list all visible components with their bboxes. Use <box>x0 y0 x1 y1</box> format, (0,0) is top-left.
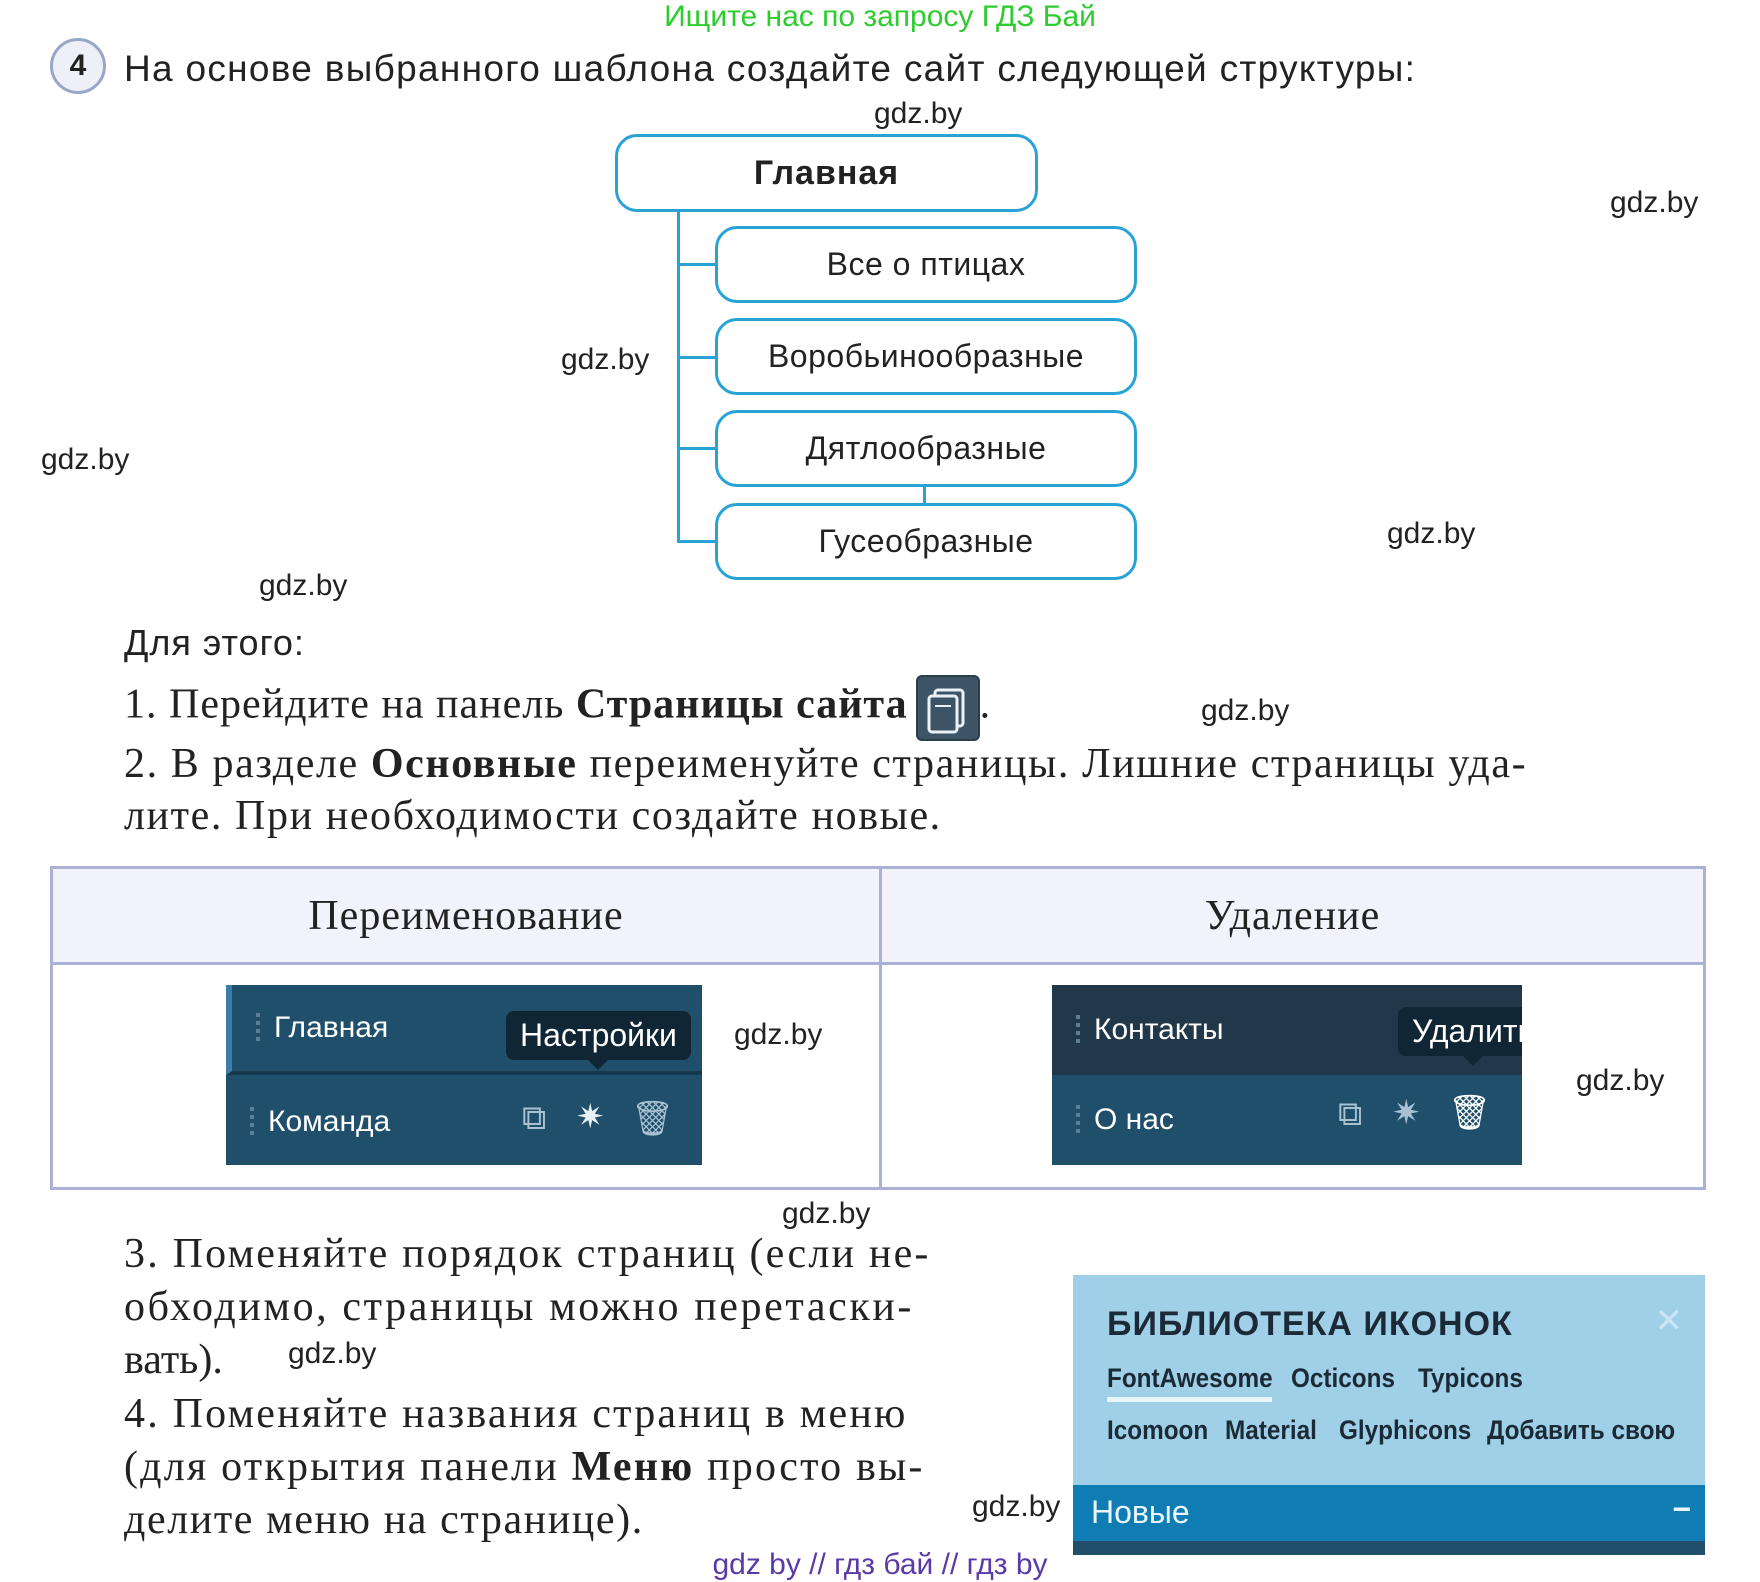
watermark: gdz.by <box>561 343 650 376</box>
watermark: gdz.by <box>734 1018 823 1051</box>
settings-tooltip: Настройки <box>506 1011 691 1070</box>
gear-icon[interactable]: ✷ <box>1392 1094 1421 1132</box>
watermark: gdz.by <box>1201 694 1290 727</box>
collapse-icon[interactable]: − <box>1672 1491 1691 1527</box>
tab-icomoon[interactable]: Icomoon <box>1107 1415 1209 1445</box>
step-4-line-3: делите меню на странице). <box>124 1497 644 1543</box>
page-row-label: Команда <box>268 1105 391 1138</box>
tree-branch-line <box>677 540 715 543</box>
watermark: gdz.by <box>874 97 963 130</box>
watermark: gdz.by <box>782 1197 871 1230</box>
tree-branch-line <box>677 447 715 450</box>
step-4-text: (для открытия панели <box>124 1444 572 1490</box>
gear-icon[interactable]: ✷ <box>576 1098 605 1136</box>
table-header-rename: Переименование <box>308 892 624 939</box>
tree-connector-line <box>923 486 926 504</box>
page-row[interactable]: Команда ⧉ ✷ 🗑 <box>226 1077 702 1165</box>
tree-branch-line <box>677 356 715 359</box>
tab-add-custom[interactable]: Добавить свою <box>1487 1415 1676 1445</box>
watermark: gdz.by <box>259 569 348 602</box>
step-4-line-2: (для открытия панели Меню просто вы- <box>124 1443 925 1491</box>
delete-tooltip: Удалить <box>1398 1007 1522 1066</box>
watermark: gdz.by <box>1610 186 1699 219</box>
tree-node-child: Воробьинообразные <box>715 318 1137 395</box>
icon-library-title: БИБЛИОТЕКА ИКОНОК <box>1107 1305 1513 1343</box>
step-1-suffix: . <box>979 681 992 728</box>
tree-node-child: Все о птицах <box>715 226 1137 303</box>
step-2-rest: переименуйте страницы. Лишние страницы у… <box>577 741 1528 787</box>
step-3-line-2: обходимо, страницы можно перетаски- <box>124 1284 914 1330</box>
task-number-badge: 4 <box>50 38 106 94</box>
step-2: 2. В разделе Основные переименуйте стран… <box>124 740 1527 788</box>
tab-glyphicons[interactable]: Glyphicons <box>1339 1415 1472 1445</box>
footer-links[interactable]: gdz by // гдз бай // гдз by <box>712 1548 1048 1581</box>
step-2-text: 2. В разделе <box>124 741 371 787</box>
tab-fontawesome[interactable]: FontAwesome <box>1107 1363 1273 1393</box>
rename-pages-panel: Главная Команда ⧉ ✷ 🗑 Настройки <box>226 985 702 1165</box>
watermark: gdz.by <box>1387 517 1476 550</box>
tab-typicons[interactable]: Typicons <box>1418 1363 1523 1393</box>
watermark: gdz.by <box>288 1337 377 1370</box>
active-tab-underline <box>1107 1397 1272 1402</box>
step-4-bold: Меню <box>571 1444 695 1490</box>
tab-material[interactable]: Material <box>1225 1415 1317 1445</box>
search-hint-link[interactable]: Ищите нас по запросу ГДЗ Бай <box>664 0 1096 33</box>
steps-intro: Для этого: <box>124 622 305 663</box>
trash-icon[interactable]: 🗑 <box>631 1100 675 1138</box>
actions-table: Переименование Удаление <box>50 866 1706 1190</box>
page-row-label: О нас <box>1094 1103 1174 1136</box>
page-row[interactable]: О нас ⧉ ✷ 🗑 <box>1052 1075 1522 1165</box>
page-row-label: Контакты <box>1094 1013 1224 1046</box>
step-4-suffix: просто вы- <box>694 1444 925 1490</box>
section-new-label: Новые <box>1091 1494 1190 1530</box>
watermark: gdz.by <box>1576 1064 1665 1097</box>
drag-handle-icon[interactable] <box>1076 1015 1080 1045</box>
site-pages-icon <box>915 675 980 741</box>
step-2-bold: Основные <box>370 741 578 787</box>
drag-handle-icon[interactable] <box>1076 1105 1080 1135</box>
step-1: 1. Перейдите на панель Страницы сайта. <box>124 675 991 741</box>
section-new-header[interactable]: Новые − <box>1073 1485 1705 1541</box>
icon-library-panel: БИБЛИОТЕКА ИКОНОК ✕ FontAwesome Octicons… <box>1073 1275 1705 1555</box>
tree-node-child: Гусеобразные <box>715 503 1137 580</box>
table-header-delete: Удаление <box>1204 892 1381 939</box>
watermark: gdz.by <box>41 443 130 476</box>
step-1-text: 1. Перейдите на панель <box>124 681 576 728</box>
delete-pages-panel: Контакты О нас ⧉ ✷ 🗑 Удалить <box>1052 985 1522 1165</box>
table-column-divider <box>879 869 882 1187</box>
duplicate-icon[interactable]: ⧉ <box>522 1099 547 1137</box>
close-icon[interactable]: ✕ <box>1654 1302 1684 1340</box>
duplicate-icon[interactable]: ⧉ <box>1338 1095 1363 1133</box>
step-1-bold: Страницы сайта <box>575 681 908 728</box>
page-row[interactable]: Главная <box>226 985 702 1075</box>
page-row-label: Главная <box>274 1011 389 1044</box>
task-title: На основе выбранного шаблона создайте са… <box>124 48 1417 89</box>
panel-bottom-strip <box>1073 1541 1705 1555</box>
tree-node-child: Дятлообразные <box>715 410 1137 487</box>
trash-icon[interactable]: 🗑 <box>1448 1094 1492 1132</box>
step-4-line-1: 4. Поменяйте названия страниц в меню <box>124 1391 908 1437</box>
tree-trunk-line <box>677 212 680 542</box>
table-header-row <box>53 869 1703 965</box>
step-3-line-3: вать). <box>124 1337 223 1383</box>
drag-handle-icon[interactable] <box>250 1107 254 1137</box>
watermark: gdz.by <box>972 1490 1061 1523</box>
step-2-line-2: лите. При необходимости создайте новые. <box>124 793 942 839</box>
drag-handle-icon[interactable] <box>256 1013 260 1043</box>
tree-node-root: Главная <box>615 134 1038 212</box>
tree-branch-line <box>677 263 715 266</box>
tab-octicons[interactable]: Octicons <box>1291 1363 1395 1393</box>
step-3-line-1: 3. Поменяйте порядок страниц (если не- <box>124 1231 931 1277</box>
